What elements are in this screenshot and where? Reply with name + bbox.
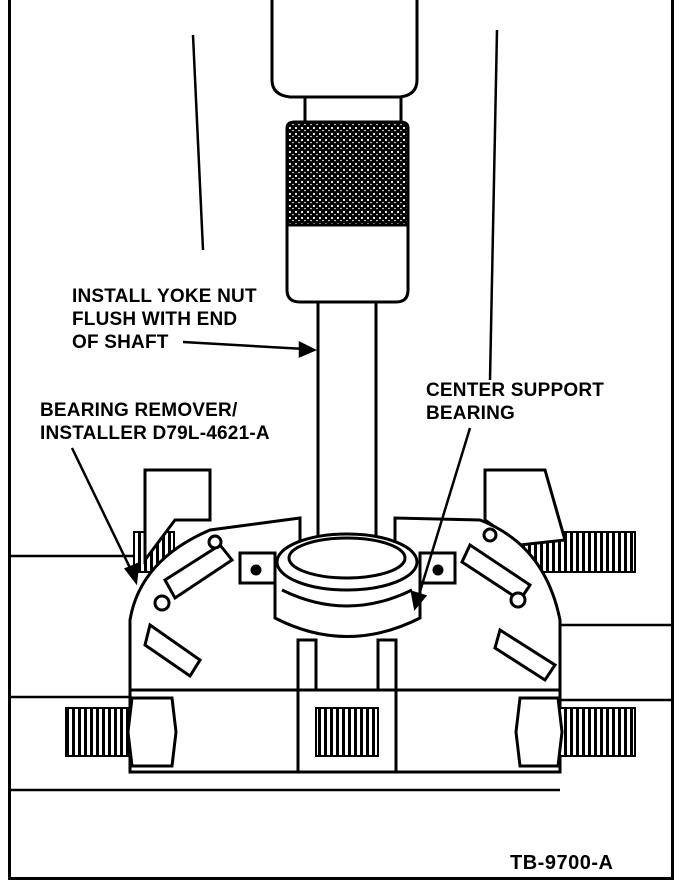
threaded-rods-front — [65, 707, 636, 757]
hex-nuts — [126, 696, 564, 768]
bearing-remover-label: BEARING REMOVER/ INSTALLER D79L-4621-A — [40, 399, 270, 445]
yoke-nut-instruction-label: INSTALL YOKE NUT FLUSH WITH END OF SHAFT — [72, 285, 257, 354]
press-frame-lines — [10, 29, 672, 792]
socket — [285, 120, 410, 304]
press-ram — [270, 0, 419, 124]
fixture-back-blocks — [143, 468, 567, 565]
center-support-bearing-label: CENTER SUPPORT BEARING — [426, 379, 604, 425]
center-support-bearing — [238, 532, 457, 638]
label-line: FLUSH WITH END — [72, 309, 238, 330]
label-line: INSTALLER D79L-4621-A — [40, 423, 270, 444]
leader-lines — [70, 340, 472, 611]
figure-frame — [8, 0, 674, 880]
figure-id: TB-9700-A — [510, 852, 614, 874]
label-line: OF SHAFT — [72, 332, 169, 353]
label-line: INSTALL YOKE NUT — [72, 286, 257, 307]
label-line: CENTER SUPPORT — [426, 380, 605, 401]
label-line: BEARING REMOVER/ — [40, 400, 238, 421]
shaft — [316, 300, 378, 562]
label-line: BEARING — [426, 403, 516, 424]
